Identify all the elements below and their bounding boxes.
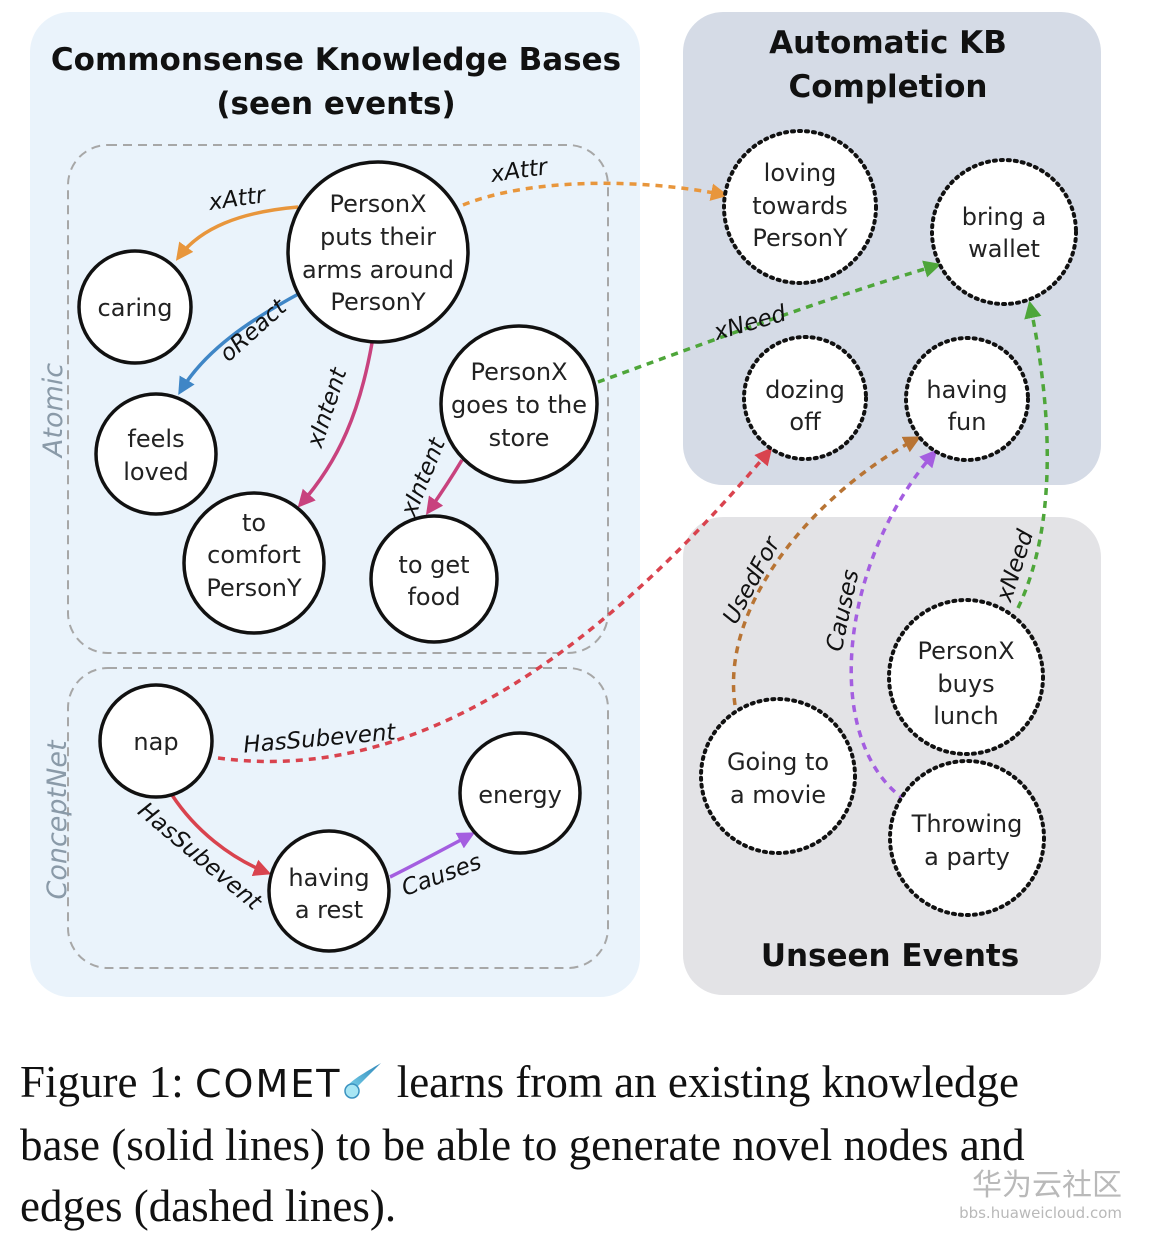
comet-icon bbox=[344, 1063, 382, 1099]
edge-causes-new bbox=[849, 449, 938, 802]
kb-title: Commonsense Knowledge Bases(seen events) bbox=[51, 42, 621, 122]
watermark-main: 华为云社区 bbox=[972, 1168, 1122, 1203]
unseen-title: Unseen Events bbox=[761, 938, 1019, 974]
figure-caption: Figure 1: COMET learns from an existing … bbox=[20, 1052, 1135, 1237]
edge-hassubevent-new bbox=[217, 447, 773, 764]
atomic-label: Atomic bbox=[38, 363, 69, 459]
atomic-group-box bbox=[67, 144, 609, 654]
caption-line-2: base (solid lines) to be able to generat… bbox=[20, 1120, 1025, 1170]
edge-xneed-new bbox=[597, 260, 942, 384]
svg-text:nap: nap bbox=[133, 728, 178, 756]
svg-text:caring: caring bbox=[98, 294, 173, 322]
caption-rest-1: learns from an existing knowledge bbox=[385, 1057, 1020, 1107]
edge-xintent-1 bbox=[297, 342, 374, 508]
caption-prefix: Figure 1: bbox=[20, 1057, 195, 1107]
edge-xattr-seen bbox=[175, 205, 299, 261]
edge-xattr-new bbox=[462, 181, 729, 207]
edge-causes-seen bbox=[389, 832, 476, 879]
svg-text:energy: energy bbox=[478, 781, 562, 809]
caption-line-1: Figure 1: COMET learns from an existing … bbox=[20, 1052, 1135, 1115]
node-energy: energy bbox=[458, 731, 582, 855]
caption-model-name: COMET bbox=[195, 1062, 342, 1106]
edge-oreact bbox=[178, 290, 303, 396]
node-nap: nap bbox=[98, 683, 214, 799]
edge-xintent-2 bbox=[425, 459, 464, 515]
watermark-sub: bbs.huaweicloud.com bbox=[959, 1204, 1122, 1222]
conceptnet-label: ConceptNet bbox=[42, 739, 73, 899]
watermark: 华为云社区 bbs.huaweicloud.com bbox=[959, 1168, 1122, 1222]
conceptnet-group-box bbox=[67, 667, 609, 969]
node-caring: caring bbox=[77, 249, 193, 365]
comet-figure: Commonsense Knowledge Bases(seen events)… bbox=[30, 12, 1101, 997]
edge-hassubevent-seen bbox=[170, 794, 272, 876]
edge-usedfor bbox=[731, 436, 922, 706]
svg-text:Going toa movie: Going toa movie bbox=[727, 748, 829, 809]
caption-line-3: edges (dashed lines). bbox=[20, 1181, 397, 1231]
